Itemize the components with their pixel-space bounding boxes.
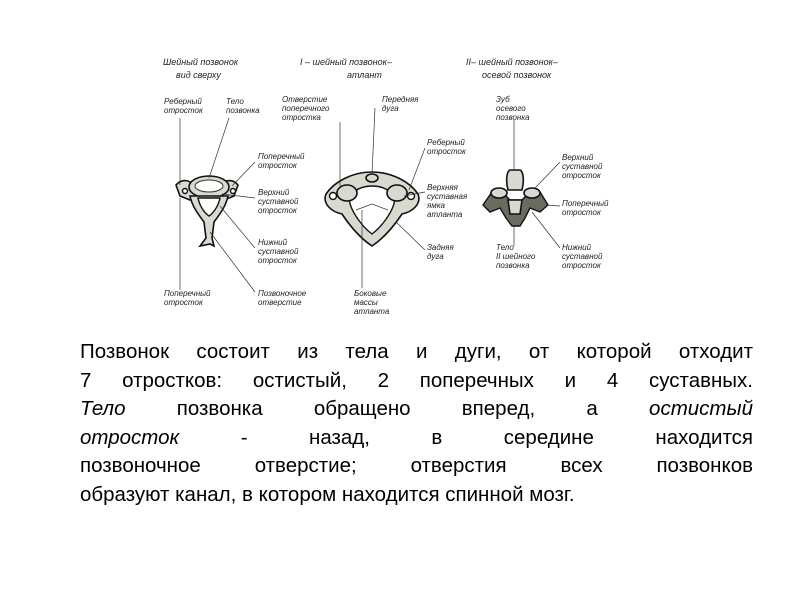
title-line: II– шейный позвонок– [466,57,559,67]
paragraph-text: - назад, в середине находится [179,425,753,449]
leader-lines [179,107,561,293]
atlas-drawing [324,171,420,247]
title-line: осевой позвонок [482,70,552,80]
description-paragraph: Позвонок состоит из тела и дуги, от кото… [80,338,753,509]
cervical-vertebra-drawing [175,175,239,248]
paragraph-line: 7 отростков: остистый, 2 поперечных и 4 … [80,368,753,392]
paragraph-line: Позвонок состоит из тела и дуги, от кото… [80,340,753,363]
axis-drawing [482,169,549,227]
term-spinous: остистый [649,397,753,420]
term-body: Тело [80,397,126,420]
paragraph-line: позвоночное отверстие; отверстия всех по… [80,454,753,477]
title-line: I – шейный позвонок– [300,57,393,67]
paragraph-line: образуют канал, в котором находится спин… [80,482,575,506]
title-line: Шейный позвонок [163,57,239,67]
title-cervical-top-view: Шейный позвонок вид сверху [163,57,239,80]
title-line: вид сверху [176,70,221,80]
paragraph-line: отросток - назад, в середине находится [80,424,753,453]
paragraph-text: позвонка обращено вперед, а [125,397,650,420]
term-process: отросток [80,425,180,449]
title-atlas: I – шейный позвонок– атлант [300,57,393,80]
title-line: атлант [347,70,382,80]
vertebrae-figure: Шейный позвонок вид сверху I – шейный по… [163,57,609,316]
title-axis: II– шейный позвонок– осевой позвонок [466,57,559,80]
paragraph-line: Тело позвонка обращено вперед, а остисты… [80,395,753,424]
